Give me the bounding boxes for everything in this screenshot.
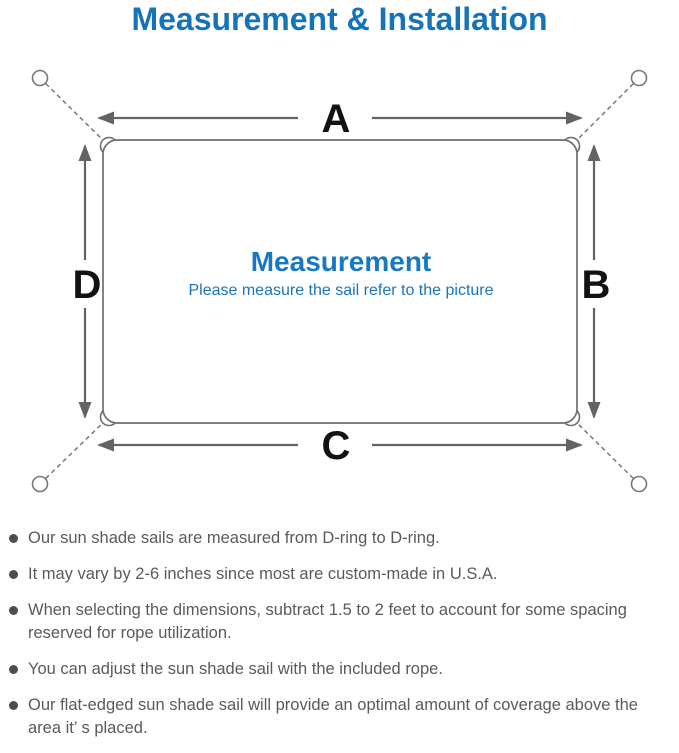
bullet-icon (9, 701, 18, 710)
page-title: Measurement & Installation (131, 1, 548, 37)
diagram-center-subtitle: Please measure the sail refer to the pic… (188, 282, 493, 299)
dimension-label-a: A (322, 97, 351, 141)
note-item-measured-dring: Our sun shade sails are measured from D-… (9, 527, 669, 550)
note-text: It may vary by 2-6 inches since most are… (28, 565, 498, 583)
anchor-circle-top-right (630, 69, 648, 87)
rope-line-bottom-left (39, 416, 110, 485)
anchor-points (31, 69, 648, 493)
note-item-adjust-rope: You can adjust the sun shade sail with t… (9, 658, 669, 681)
note-text: Our flat-edged sun shade sail will provi… (28, 696, 638, 737)
dimension-label-d: D (73, 263, 102, 307)
rope-line-bottom-right (570, 416, 640, 485)
dimension-label-c: C (322, 424, 351, 468)
measurement-diagram: A B C D Measurement Please measure the s… (0, 50, 679, 520)
note-item-subtract-feet: When selecting the dimensions, subtract … (9, 599, 669, 645)
bullet-icon (9, 570, 18, 579)
rope-line-top-left (39, 77, 110, 147)
diagram-center-heading: Measurement (251, 246, 432, 277)
sail-diagram-svg: A B C D Measurement Please measure the s… (31, 69, 648, 493)
note-item-vary-inches: It may vary by 2-6 inches since most are… (9, 563, 669, 586)
rope-line-top-right (570, 77, 640, 147)
bullet-icon (9, 665, 18, 674)
dimension-arrows (78, 111, 601, 452)
note-text: When selecting the dimensions, subtract … (28, 601, 627, 642)
notes-list: Our sun shade sails are measured from D-… (9, 527, 669, 753)
note-text: Our sun shade sails are measured from D-… (28, 529, 440, 547)
dimension-label-b: B (582, 263, 611, 307)
anchor-circle-top-left (31, 69, 49, 87)
note-item-flat-edged-coverage: Our flat-edged sun shade sail will provi… (9, 694, 669, 740)
bullet-icon (9, 534, 18, 543)
anchor-circle-bottom-left (31, 475, 49, 493)
note-text: You can adjust the sun shade sail with t… (28, 660, 443, 678)
bullet-icon (9, 606, 18, 615)
anchor-circle-bottom-right (630, 475, 648, 493)
corner-rope-lines (39, 77, 640, 485)
sail-rectangle (102, 139, 578, 424)
